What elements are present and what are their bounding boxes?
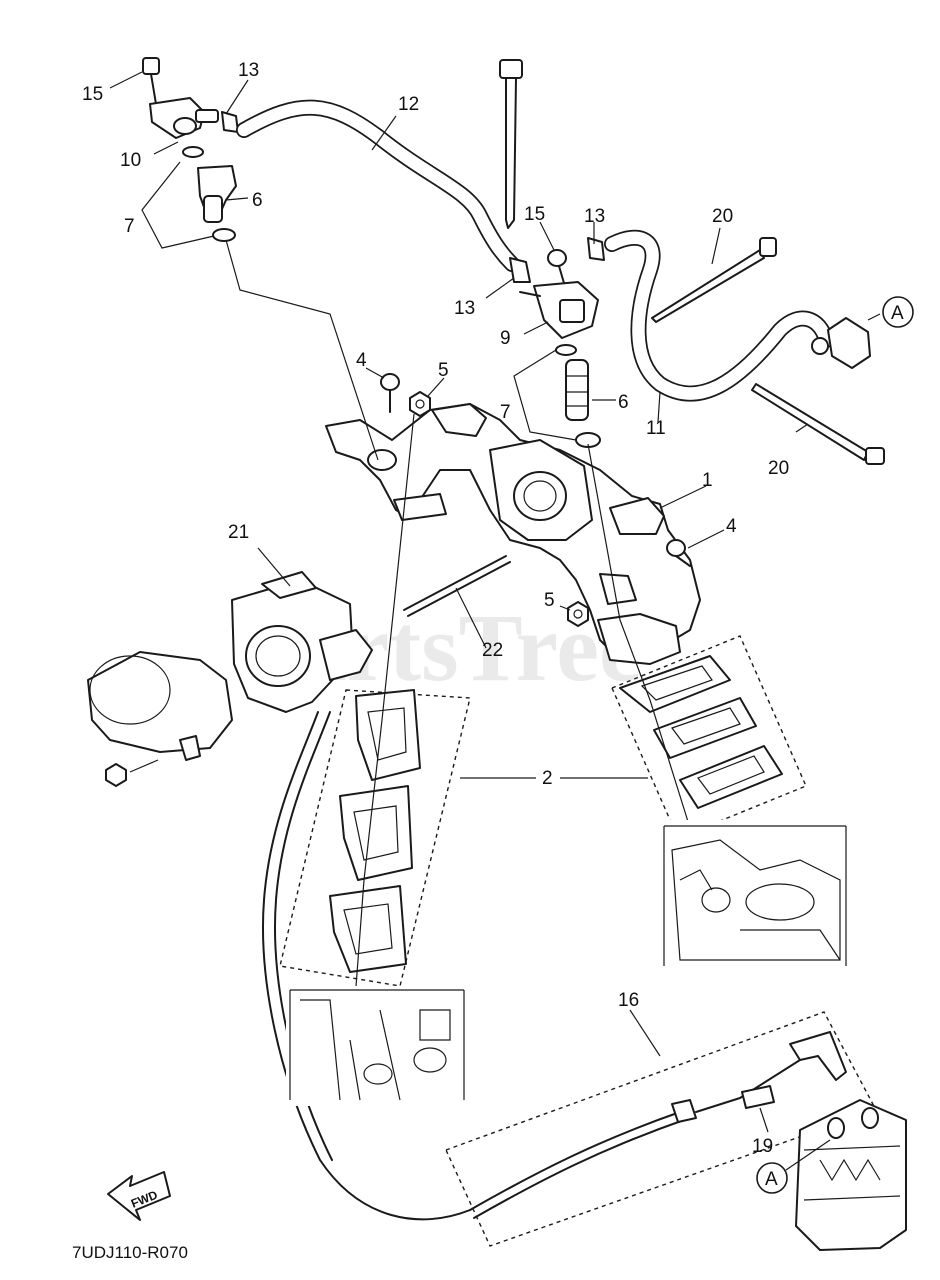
callout-15: 15 [524,204,545,225]
bracket-7-upper [141,161,215,249]
connector-a-label: A [765,1169,778,1190]
callout-21: 21 [228,522,249,543]
gasket-right-1 [619,655,731,713]
o-ring-lower-a [555,344,577,356]
callout-22: 22 [482,640,503,661]
vent-hose-16 [469,1031,847,1219]
callout-20: 20 [768,458,789,479]
bracket-7-lower [513,349,577,441]
callout-19: 19 [752,1136,773,1157]
o-ring-upper-b [212,228,236,242]
gasket-left-3 [329,885,407,973]
gasket-left-2 [339,785,413,881]
stud-bolt-22 [403,555,511,617]
engine-inset-right [660,820,850,968]
throttle-actuator [87,651,233,787]
throttle-body-21 [231,571,373,713]
o-ring-upper-a [182,146,204,158]
callout-leaders [109,71,881,1171]
callout-4: 4 [356,350,367,371]
upper-injector-group [141,57,239,249]
callout-labels: 15 13 10 6 7 12 13 15 13 9 6 7 11 20 20 … [82,60,789,1157]
assembly-guide-lines [225,239,701,1041]
callout-13: 13 [454,298,475,319]
callout-1: 1 [702,470,713,491]
cable-tie-vertical [499,59,523,229]
forward-direction-arrow: FWD [107,1171,171,1221]
nut-5-lower [567,601,589,627]
diagram-reference-code: 7UDJ110-R070 [72,1243,188,1262]
callout-4: 4 [726,516,737,537]
callout-7: 7 [124,216,135,237]
callout-9: 9 [500,328,511,349]
callout-13: 13 [584,206,605,227]
fuel-fitting-9 [519,281,599,339]
fuel-fitting-10 [149,97,219,139]
callout-16: 16 [618,990,639,1011]
hose-clamp-13-mid [509,257,531,283]
callout-5: 5 [544,590,555,611]
callout-6: 6 [252,190,263,211]
callout-11: 11 [646,418,666,439]
bolt-4-left [380,373,400,413]
intake-manifold-1 [325,403,701,665]
bolt-15-upper [142,57,160,105]
callout-12: 12 [398,94,419,115]
callout-10: 10 [120,150,141,171]
engine-inset-left [286,986,466,1106]
quick-connector-a [811,317,871,369]
fuel-vapor-canister [795,1099,907,1251]
callout-13: 13 [238,60,259,81]
gasket-left-1 [355,689,421,781]
callout-2: 2 [542,768,553,789]
gasket-right-2 [653,697,757,759]
bolt-4-right [666,539,691,567]
connector-a-marker-top: A [882,296,914,328]
cable-tie-20-lower [751,383,885,465]
fuel-hose-11 [604,229,834,402]
vent-cap-19 [741,1085,775,1109]
callout-6: 6 [618,392,629,413]
lower-injector-group [509,237,605,448]
callout-5: 5 [438,360,449,381]
connector-a-marker-bottom: A [756,1162,788,1194]
cable-tie-20-upper [651,237,777,323]
hose-clamp-13-upper [221,111,239,133]
nut-5-upper [409,391,431,417]
callout-7: 7 [500,402,511,423]
callout-15: 15 [82,84,103,105]
hose-clamp-13-right [587,237,605,261]
connector-a-label: A [891,303,904,324]
gasket-group-box-left [279,689,471,987]
bolt-15-lower [547,249,567,291]
gasket-right-3 [679,745,783,809]
callout-20: 20 [712,206,733,227]
fuel-injector-6-upper [197,165,237,223]
fuel-injector-6-lower [565,359,589,421]
fuel-hose-12 [236,99,520,272]
